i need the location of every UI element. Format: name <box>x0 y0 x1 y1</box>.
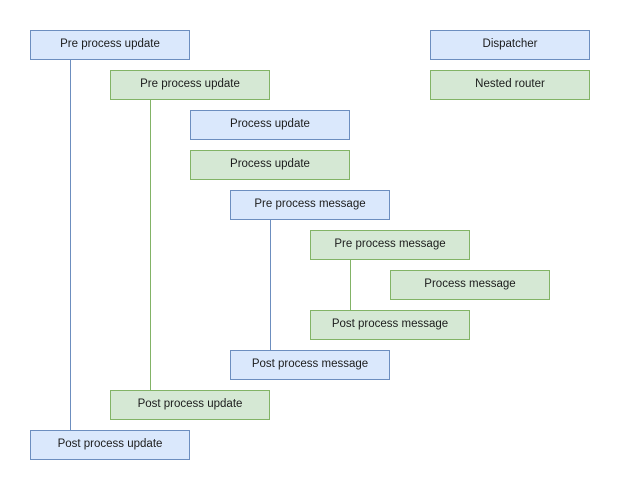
process-node-label: Process message <box>424 278 516 291</box>
legend-item-label: Nested router <box>475 78 545 91</box>
process-node-label: Post process update <box>57 438 163 451</box>
process-node[interactable]: Pre process update <box>30 30 190 60</box>
process-node-label: Process update <box>230 118 310 131</box>
legend-item-label: Dispatcher <box>482 38 538 51</box>
process-node-label: Process update <box>230 158 310 171</box>
connector-line <box>70 60 71 430</box>
process-node[interactable]: Post process message <box>230 350 390 380</box>
process-node-label: Post process message <box>251 358 369 371</box>
process-node-label: Pre process message <box>334 238 446 251</box>
process-node[interactable]: Pre process message <box>230 190 390 220</box>
process-node[interactable]: Pre process message <box>310 230 470 260</box>
process-node-label: Pre process update <box>140 78 240 91</box>
process-node[interactable]: Process message <box>390 270 550 300</box>
process-node-label: Pre process message <box>254 198 366 211</box>
legend-item-blue[interactable]: Dispatcher <box>430 30 590 60</box>
connector-line <box>350 260 351 310</box>
connector-line <box>150 100 151 390</box>
process-node[interactable]: Process update <box>190 150 350 180</box>
process-node[interactable]: Pre process update <box>110 70 270 100</box>
process-node[interactable]: Post process update <box>30 430 190 460</box>
process-node-label: Post process message <box>331 318 449 331</box>
legend-item-green[interactable]: Nested router <box>430 70 590 100</box>
connector-line <box>270 220 271 350</box>
process-node[interactable]: Post process update <box>110 390 270 420</box>
process-node[interactable]: Post process message <box>310 310 470 340</box>
process-node[interactable]: Process update <box>190 110 350 140</box>
process-node-label: Pre process update <box>60 38 160 51</box>
process-node-label: Post process update <box>137 398 243 411</box>
